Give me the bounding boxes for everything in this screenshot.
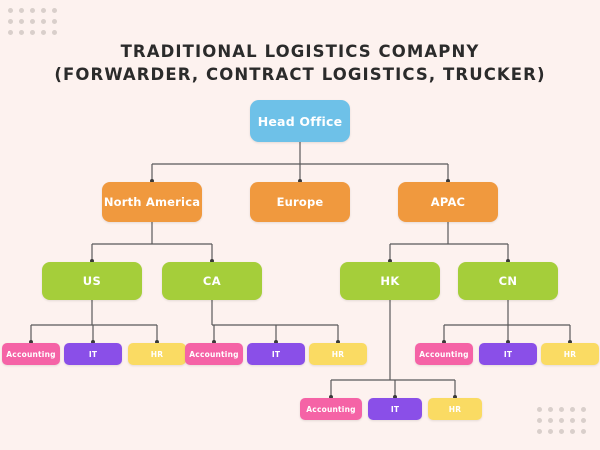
dot: [537, 407, 542, 412]
org-node-hk[interactable]: HK: [340, 262, 440, 300]
decorative-dot-grid-bottom-right: [537, 407, 592, 440]
chart-title-line-2: (FORWARDER, CONTRACT LOGISTICS, TRUCKER): [54, 65, 546, 84]
org-node-label: US: [82, 274, 102, 288]
org-node-hk-accounting[interactable]: Accounting: [300, 398, 362, 420]
dot: [537, 429, 542, 434]
org-node-europe[interactable]: Europe: [250, 182, 350, 222]
dot: [559, 429, 564, 434]
dot: [581, 418, 586, 423]
dot: [52, 8, 57, 13]
dot: [52, 30, 57, 35]
org-node-us-it[interactable]: IT: [64, 343, 122, 365]
org-node-label: Accounting: [6, 349, 56, 359]
org-node-label: HR: [448, 404, 462, 414]
org-node-label: North America: [103, 195, 201, 209]
dot: [548, 429, 553, 434]
org-node-us-hr[interactable]: HR: [128, 343, 186, 365]
dot: [30, 19, 35, 24]
dot: [30, 30, 35, 35]
org-node-label: Europe: [276, 195, 324, 209]
decorative-dot-grid-top-left: [8, 8, 63, 41]
org-node-label: IT: [503, 349, 513, 359]
dot: [30, 8, 35, 13]
org-node-us[interactable]: US: [42, 262, 142, 300]
org-node-ca-hr[interactable]: HR: [309, 343, 367, 365]
dot: [559, 418, 564, 423]
org-node-label: CA: [202, 274, 222, 288]
dot: [41, 19, 46, 24]
dot: [52, 19, 57, 24]
org-node-label: HR: [331, 349, 345, 359]
org-node-label: Head Office: [257, 113, 343, 129]
dot: [570, 418, 575, 423]
dot: [8, 19, 13, 24]
dot: [570, 429, 575, 434]
chart-title-line-1: TRADITIONAL LOGISTICS COMAPNY: [120, 42, 480, 61]
dot: [581, 429, 586, 434]
org-node-cn[interactable]: CN: [458, 262, 558, 300]
org-node-label: HR: [563, 349, 577, 359]
dot: [8, 30, 13, 35]
org-node-ca-it[interactable]: IT: [247, 343, 305, 365]
org-node-head-office[interactable]: Head Office: [250, 100, 350, 142]
dot: [548, 407, 553, 412]
org-node-cn-hr[interactable]: HR: [541, 343, 599, 365]
org-node-label: IT: [271, 349, 281, 359]
org-node-label: APAC: [430, 195, 466, 209]
chart-title: TRADITIONAL LOGISTICS COMAPNY (FORWARDER…: [0, 40, 600, 86]
dot: [570, 407, 575, 412]
org-node-us-accounting[interactable]: Accounting: [2, 343, 60, 365]
dot: [581, 407, 586, 412]
dot: [537, 418, 542, 423]
org-node-apac[interactable]: APAC: [398, 182, 498, 222]
org-node-label: Accounting: [306, 404, 356, 414]
org-node-north-america[interactable]: North America: [102, 182, 202, 222]
org-node-cn-it[interactable]: IT: [479, 343, 537, 365]
org-node-label: IT: [88, 349, 98, 359]
org-node-label: HR: [150, 349, 164, 359]
org-node-label: Accounting: [189, 349, 239, 359]
org-node-label: HK: [380, 274, 400, 288]
dot: [19, 19, 24, 24]
org-node-hk-it[interactable]: IT: [368, 398, 422, 420]
org-node-label: CN: [498, 274, 518, 288]
dot: [41, 30, 46, 35]
dot: [19, 8, 24, 13]
dot: [19, 30, 24, 35]
dot: [548, 418, 553, 423]
dot: [8, 8, 13, 13]
org-node-ca-accounting[interactable]: Accounting: [185, 343, 243, 365]
org-node-label: IT: [390, 404, 400, 414]
org-node-cn-accounting[interactable]: Accounting: [415, 343, 473, 365]
dot: [41, 8, 46, 13]
org-node-label: Accounting: [419, 349, 469, 359]
dot: [559, 407, 564, 412]
org-node-ca[interactable]: CA: [162, 262, 262, 300]
org-node-hk-hr[interactable]: HR: [428, 398, 482, 420]
